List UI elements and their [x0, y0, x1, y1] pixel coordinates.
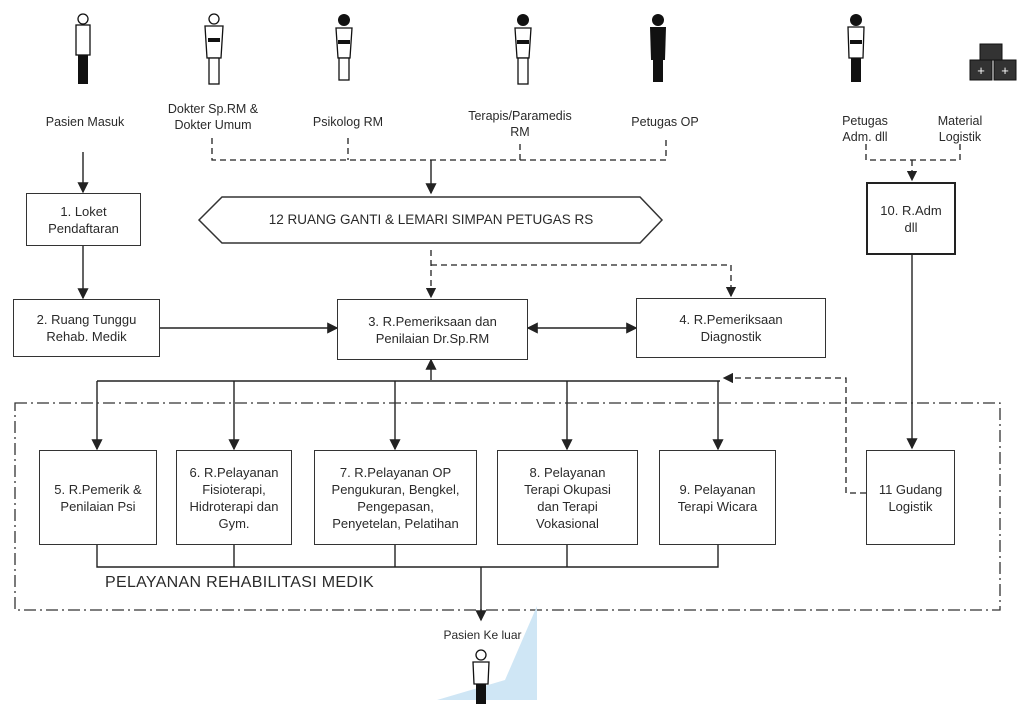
room-4-diagnostik: 4. R.Pemeriksaan Diagnostik: [636, 298, 826, 358]
staff-dashed-bus: [211, 138, 667, 161]
exit-corridor: [437, 606, 537, 700]
person-icon: [650, 14, 666, 82]
room-1-loket: 1. Loket Pendaftaran: [26, 193, 141, 246]
exit-bus: [96, 545, 719, 568]
arrow-gudang-to-services: [722, 372, 866, 494]
actor-petugas-op: Petugas OP: [631, 115, 699, 129]
room-2-ruang-tunggu: 2. Ruang Tunggu Rehab. Medik: [13, 299, 160, 357]
person-icon: [335, 14, 353, 81]
actor-terapis: Terapis/Paramedis RM: [468, 109, 572, 139]
room-10-adm: 10. R.Adm dll: [866, 182, 956, 255]
room-8-terapi-okupasi: 8. Pelayanan Terapi Okupasi dan Terapi V…: [497, 450, 638, 545]
arrow-r12-to-r4: [431, 264, 737, 298]
person-icon: [847, 14, 865, 82]
room-9-terapi-wicara: 9. Pelayanan Terapi Wicara: [659, 450, 776, 545]
room-5-psikologi: 5. R.Pemerik & Penilaian Psi: [39, 450, 157, 545]
actor-petugas-adm: Petugas Adm. dll: [842, 114, 888, 144]
room-7-orthotik-prostetik: 7. R.Pelayanan OP Pengukuran, Bengkel, P…: [314, 450, 477, 545]
person-icon: [75, 13, 91, 84]
room-6-fisioterapi: 6. R.Pelayanan Fisioterapi, Hidroterapi …: [176, 450, 292, 545]
material-boxes-icon: + +: [969, 43, 1017, 81]
svg-text:+: +: [1001, 63, 1009, 78]
room-11-gudang: 11 Gudang Logistik: [866, 450, 955, 545]
r12-shape: [197, 196, 664, 244]
actor-material: Material Logistik: [937, 114, 983, 144]
person-icon: [204, 13, 224, 85]
person-exit-icon: [472, 649, 490, 704]
person-icon: [514, 14, 532, 85]
actor-pasien-masuk: Pasien Masuk: [45, 115, 125, 129]
room-12-ruang-ganti: 12 RUANG GANTI & LEMARI SIMPAN PETUGAS R…: [268, 212, 594, 227]
actor-dokter: Dokter Sp.RM & Dokter Umum: [167, 102, 259, 132]
svg-text:+: +: [977, 63, 985, 78]
actor-pasien-keluar: Pasien Ke luar: [443, 628, 522, 642]
rehab-group-boundary: [14, 402, 1001, 611]
room-3-pemeriksaan: 3. R.Pemeriksaan dan Penilaian Dr.Sp.RM: [337, 299, 528, 360]
adm-dashed-bus: [865, 144, 961, 161]
group-label: PELAYANAN REHABILITASI MEDIK: [105, 574, 374, 591]
actor-psikolog: Psikolog RM: [312, 115, 384, 129]
